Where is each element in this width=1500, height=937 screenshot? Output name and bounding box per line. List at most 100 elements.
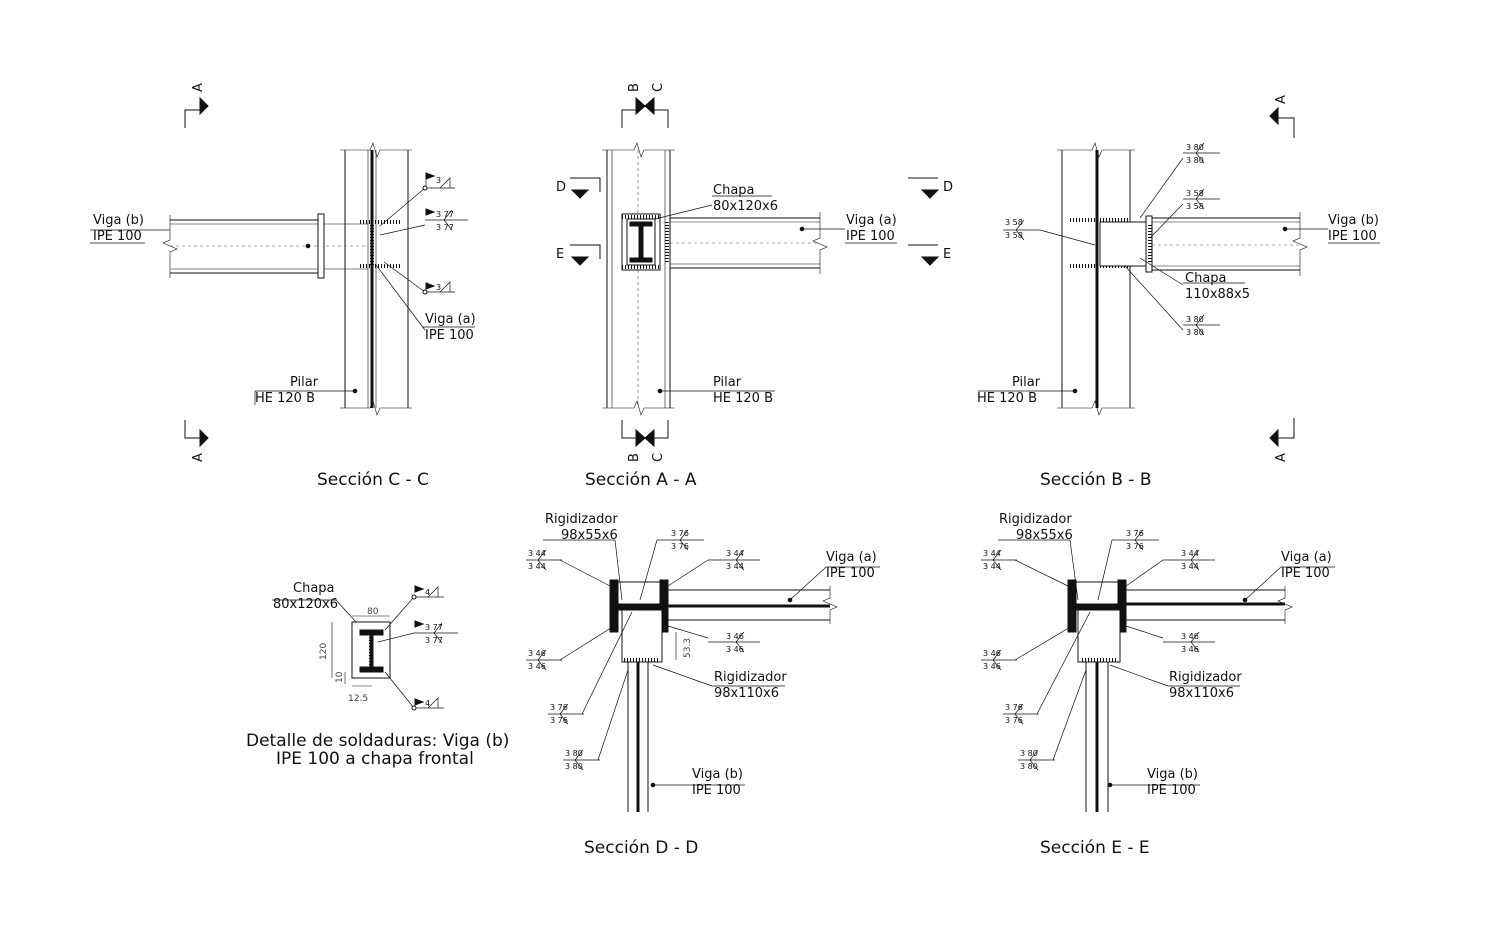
svg-text:3 76: 3 76: [1126, 542, 1144, 551]
svg-text:3 58: 3 58: [1005, 218, 1023, 227]
stiffener-top-label: Rigidizador: [545, 512, 618, 527]
svg-text:3 46: 3 46: [1181, 632, 1199, 641]
svg-text:3 76: 3 76: [1005, 716, 1023, 725]
svg-text:3 46: 3 46: [528, 662, 546, 671]
beam-a-profile: IPE 100: [846, 229, 895, 244]
column-profile: HE 120 B: [255, 391, 315, 406]
svg-text:3 80: 3 80: [1186, 156, 1204, 165]
stiffener-bottom-size: 98x110x6: [714, 686, 779, 701]
weld-symbol: 3 77 3 77: [425, 208, 468, 232]
svg-text:3 46: 3 46: [983, 662, 1001, 671]
dim-offset: 53.3: [683, 638, 693, 658]
svg-text:3 76: 3 76: [550, 716, 568, 725]
beam-b-profile: IPE 100: [1147, 783, 1196, 798]
stiffener-bottom-label: Rigidizador: [714, 670, 787, 685]
svg-text:C: C: [651, 453, 666, 462]
svg-text:D: D: [556, 180, 566, 195]
cut-mark-d-right: D: [908, 177, 953, 199]
svg-text:E: E: [943, 247, 951, 262]
svg-text:3 58: 3 58: [1005, 231, 1023, 240]
cut-mark-d-left: D: [556, 177, 601, 199]
svg-text:A: A: [191, 83, 206, 92]
svg-text:3 76: 3 76: [550, 703, 568, 712]
weld-symbol: 3 463 46: [526, 649, 562, 671]
dim-width: 80: [367, 607, 379, 617]
stiffener-top-size: 98x55x6: [561, 528, 618, 543]
plate-label: Chapa: [713, 183, 755, 198]
svg-text:3 76: 3 76: [671, 542, 689, 551]
stiffener-top-label: Rigidizador: [999, 512, 1072, 527]
plate-size: 80x120x6: [273, 597, 338, 612]
svg-text:3 44: 3 44: [1181, 549, 1199, 558]
svg-text:E: E: [556, 247, 564, 262]
stiffener-bottom-label: Rigidizador: [1169, 670, 1242, 685]
weld-symbol: 3 76 3 76: [1003, 703, 1039, 725]
beam-a-label: Viga (a): [846, 213, 897, 228]
section-cc-title: Sección C - C: [317, 470, 429, 490]
weld-size: 3 77: [436, 210, 454, 219]
svg-text:3 46: 3 46: [983, 649, 1001, 658]
svg-text:3 80: 3 80: [1186, 143, 1204, 152]
cut-mark-a-top: A: [184, 83, 209, 128]
weld-symbol: 3 76 3 76: [1112, 529, 1159, 551]
beam-a-label: Viga (a): [1281, 550, 1332, 565]
svg-text:3 44: 3 44: [983, 562, 1001, 571]
svg-text:3 77: 3 77: [425, 623, 443, 632]
cut-mark-bc-top: B C: [621, 83, 669, 128]
weld-symbol: 3 443 44: [708, 549, 760, 571]
dim-offset: 10: [335, 671, 345, 683]
plate-size: 80x120x6: [713, 199, 778, 214]
svg-text:3 80: 3 80: [1186, 328, 1204, 337]
column-label: Pilar: [290, 375, 319, 390]
beam-a-profile: IPE 100: [1281, 566, 1330, 581]
beam-b-profile: IPE 100: [93, 229, 142, 244]
dim-height: 120: [319, 643, 329, 660]
plate-size: 110x88x5: [1185, 287, 1250, 302]
svg-text:3 76: 3 76: [1126, 529, 1144, 538]
cut-mark-e-left: E: [556, 244, 601, 266]
weld-size: 3: [436, 176, 441, 185]
column-label: Pilar: [1012, 375, 1041, 390]
section-bb-title: Sección B - B: [1040, 470, 1152, 490]
section-aa: Chapa 80x120x6 Viga (a) IPE 100 Pilar HE…: [556, 83, 953, 490]
column-label: Pilar: [713, 375, 742, 390]
section-aa-title: Sección A - A: [585, 470, 697, 490]
weld-symbol: 3 803 80: [563, 749, 600, 771]
weld-size: 3 77: [436, 223, 454, 232]
column-profile: HE 120 B: [977, 391, 1037, 406]
cut-mark-a-top: A: [1269, 95, 1295, 138]
svg-text:3 44: 3 44: [726, 562, 744, 571]
section-cc: 3 3 773 77 3 Viga (b) IPE 100 Viga (a) I…: [90, 83, 476, 490]
svg-text:3 58: 3 58: [1186, 189, 1204, 198]
svg-text:B: B: [627, 453, 642, 462]
weld-detail: 80 120 10 12.5 4 3 773 77 4 Chapa 80x120…: [246, 581, 509, 769]
svg-text:3 77: 3 77: [425, 636, 443, 645]
svg-text:3 80: 3 80: [1186, 315, 1204, 324]
beam-b-profile: IPE 100: [1328, 229, 1377, 244]
beam-b-label: Viga (b): [692, 767, 743, 782]
beam-b-label: Viga (b): [1328, 213, 1379, 228]
svg-text:3 46: 3 46: [1181, 645, 1199, 654]
svg-text:D: D: [943, 180, 953, 195]
section-bb: 3 803 80 3 583 58 3 583 58 3 803 80 Viga…: [977, 95, 1380, 490]
weld-symbol: 3 76 3 76: [548, 703, 584, 725]
detail-title-line2: IPE 100 a chapa frontal: [276, 749, 474, 769]
weld-symbol: 3 803 80: [1018, 749, 1055, 771]
svg-text:3 76: 3 76: [671, 529, 689, 538]
svg-text:3 76: 3 76: [1005, 703, 1023, 712]
weld-symbol: 3 80 3 80: [1183, 314, 1220, 337]
plate-label: Chapa: [293, 581, 335, 596]
beam-a-label: Viga (a): [826, 550, 877, 565]
dim-flange: 12.5: [348, 694, 368, 704]
detail-title-line1: Detalle de soldaduras: Viga (b): [246, 731, 509, 751]
svg-text:3 80: 3 80: [565, 749, 583, 758]
weld-symbol: 3 46 3 46: [1163, 631, 1215, 654]
beam-b-label: Viga (b): [93, 213, 144, 228]
weld-symbol: 3 443 44: [526, 549, 562, 571]
svg-text:3 46: 3 46: [726, 645, 744, 654]
section-dd-title: Sección D - D: [584, 838, 698, 858]
svg-text:C: C: [651, 83, 666, 92]
svg-text:3 44: 3 44: [528, 549, 546, 558]
cut-mark-e-right: E: [908, 244, 951, 266]
weld-symbol: 4: [411, 697, 444, 711]
